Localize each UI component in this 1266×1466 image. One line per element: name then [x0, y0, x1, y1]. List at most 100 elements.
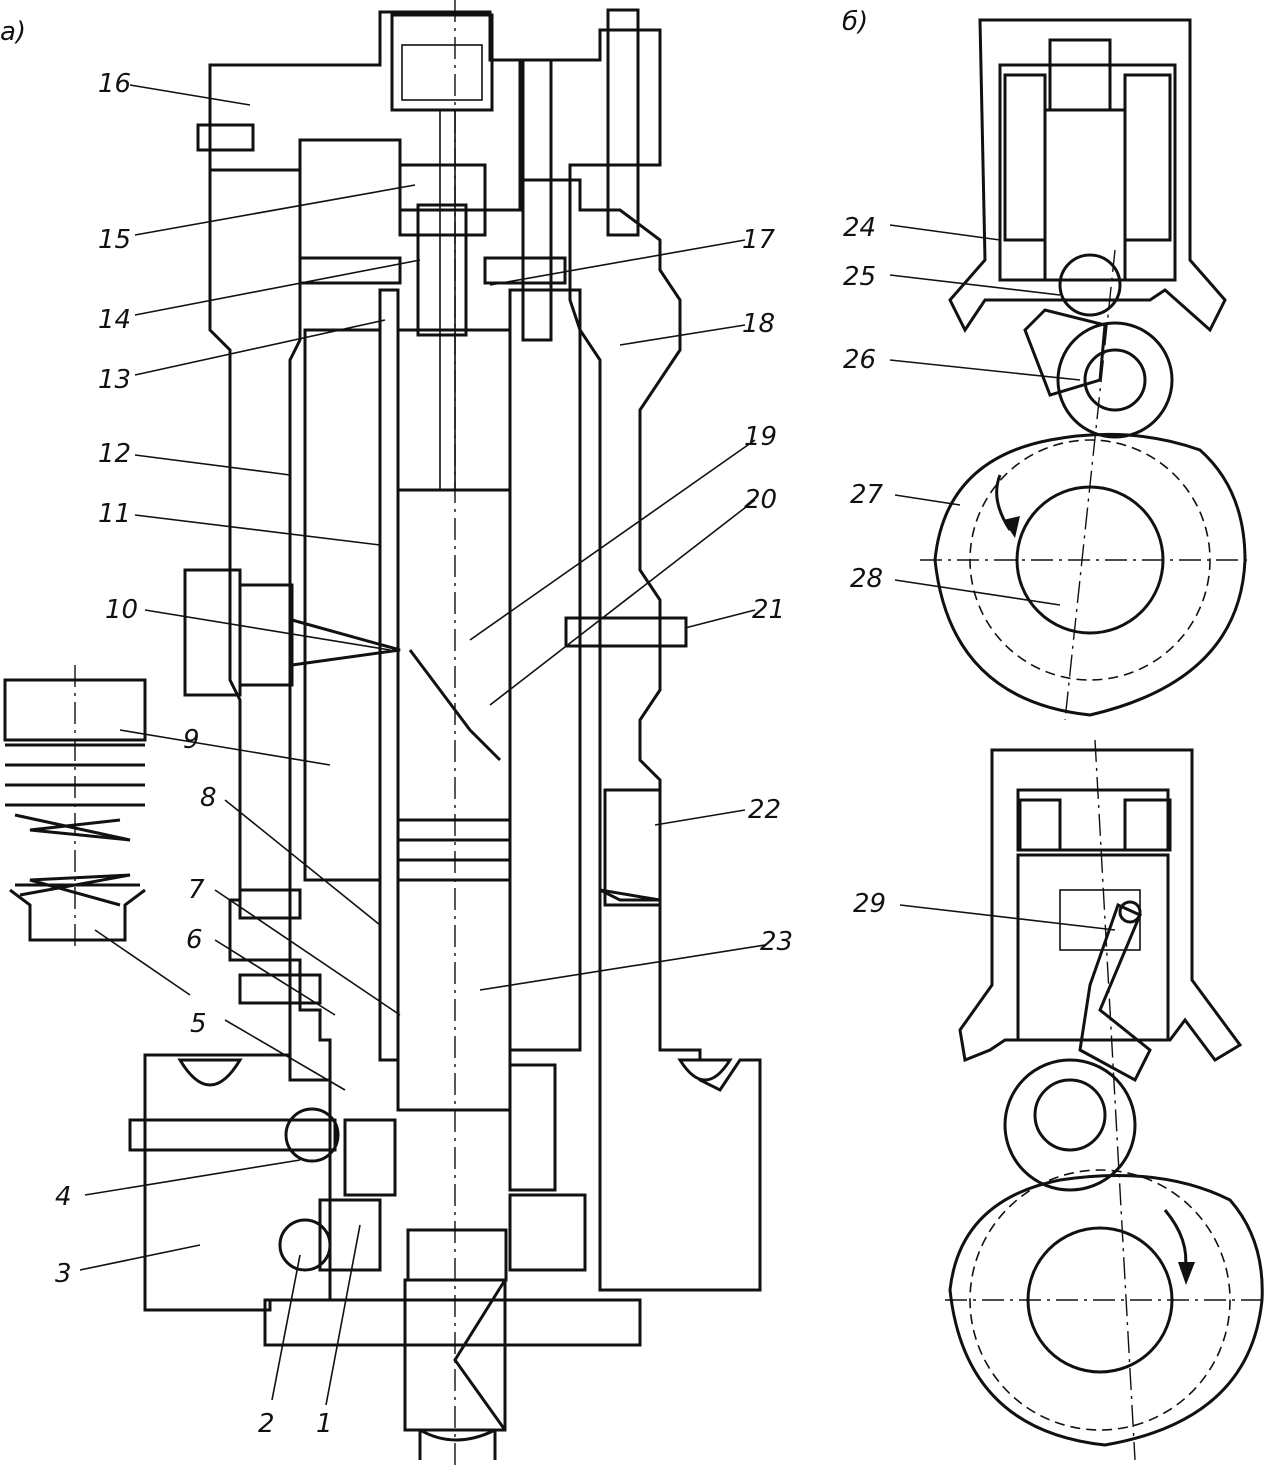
lever-29 — [1078, 902, 1152, 1083]
cam-27-arrow-head — [1003, 516, 1020, 538]
plug-bolt-head — [183, 568, 242, 697]
label-22: 22 — [748, 795, 781, 825]
top-screw — [521, 58, 553, 342]
leader-25 — [889, 274, 1061, 296]
upper-tappet-housing — [948, 18, 1227, 333]
cam-lower-rotation-arrow — [1163, 1209, 1188, 1271]
cam-lower-arrow-head — [1178, 1262, 1195, 1285]
plunger-helix — [408, 649, 502, 762]
roller-25 — [1058, 253, 1122, 317]
label-10: 10 — [105, 595, 138, 625]
leader-24 — [889, 224, 1001, 241]
leader-15 — [134, 184, 416, 236]
label-29: 29 — [853, 889, 886, 919]
upper-spring-left — [1003, 73, 1047, 242]
tappet-body — [343, 1118, 397, 1197]
label-20: 20 — [744, 485, 777, 515]
label-23: 23 — [760, 927, 793, 957]
lower-tappet-housing — [958, 748, 1243, 1063]
label-27: 27 — [850, 480, 884, 510]
leader-18 — [619, 324, 746, 346]
cam-lower-vcl — [1094, 739, 1136, 1461]
upper-tappet-slider — [1043, 108, 1127, 282]
leader-23 — [479, 944, 766, 991]
roller-26-pin — [1083, 348, 1147, 412]
label-9: 9 — [183, 725, 200, 755]
leader-lines — [79, 84, 1116, 1406]
plunger-upper-body — [396, 328, 512, 492]
cam-lower-circle — [969, 1169, 1231, 1431]
lower-bush-right — [508, 1063, 557, 1192]
regulating-screw — [564, 616, 688, 648]
leader-7 — [214, 889, 401, 1016]
upper-spring-right — [1123, 73, 1172, 242]
leader-22 — [654, 809, 746, 826]
inlet-port-left — [298, 256, 402, 285]
panel-a-section — [3, 0, 762, 1466]
label-2: 2 — [258, 1409, 275, 1439]
leader-28 — [894, 579, 1061, 606]
leader-21 — [684, 609, 756, 629]
label-17: 17 — [742, 225, 776, 255]
cam-27-vcl — [1064, 249, 1116, 721]
leader-5 — [224, 1019, 346, 1091]
leader-17 — [489, 239, 746, 286]
label-14: 14 — [98, 305, 131, 335]
leader-2 — [271, 1254, 301, 1401]
bush-left — [378, 288, 400, 1062]
lower-screw-6 — [238, 973, 322, 1005]
leader-26 — [889, 359, 1081, 381]
roller-lower — [1003, 1058, 1137, 1192]
label-7: 7 — [188, 875, 205, 905]
leader-1 — [325, 1224, 361, 1406]
roller-26 — [1056, 321, 1174, 439]
label-19: 19 — [744, 422, 777, 452]
labels: а) б) 16 15 14 13 12 11 10 9 8 7 6 5 4 3… — [0, 7, 886, 1439]
label-8: 8 — [200, 783, 217, 813]
panel-b-section — [920, 18, 1266, 1461]
leader-3 — [79, 1244, 201, 1271]
plug-bolt-body — [238, 583, 294, 687]
bottom-flange — [263, 1298, 642, 1347]
base-left — [143, 1053, 332, 1312]
housing-body-left — [208, 168, 332, 1082]
panel-label-b: б) — [842, 7, 868, 37]
shaft-cross — [453, 1279, 507, 1431]
valve-holder-inner — [401, 44, 483, 101]
sleeve-right — [508, 288, 582, 1052]
roller-lower-pin — [1033, 1078, 1107, 1152]
lower-spring-left — [1018, 798, 1062, 852]
leader-9 — [119, 729, 331, 766]
plunger-rod — [396, 878, 512, 1112]
leader-10 — [144, 609, 391, 651]
leader-19 — [469, 439, 756, 641]
side-screw-left — [196, 123, 255, 152]
drive-shaft-collar — [406, 1228, 508, 1282]
housing-body-right — [518, 28, 682, 902]
label-11: 11 — [98, 499, 131, 529]
label-3: 3 — [55, 1259, 72, 1289]
label-1: 1 — [316, 1409, 333, 1439]
lower-tappet-slider — [1016, 853, 1170, 1042]
label-26: 26 — [843, 345, 876, 375]
label-12: 12 — [98, 439, 131, 469]
label-28: 28 — [850, 564, 883, 594]
leader-13 — [134, 319, 386, 376]
base-right-notch — [677, 1058, 733, 1082]
ball-joint — [284, 1107, 340, 1163]
tappet-spring-left — [318, 1198, 382, 1272]
delivery-valve-body — [398, 163, 487, 237]
lower-tappet-bore — [1016, 788, 1170, 852]
label-18: 18 — [742, 309, 775, 339]
label-21: 21 — [752, 595, 785, 625]
shaft-end — [419, 1428, 496, 1442]
leader-20 — [489, 499, 756, 706]
leader-27 — [894, 494, 961, 506]
valve-holder-cap — [390, 13, 494, 112]
label-5: 5 — [190, 1009, 207, 1039]
delivery-valve-spring — [416, 203, 468, 337]
adjust-bolt — [128, 1118, 337, 1152]
ball-2 — [278, 1218, 332, 1272]
lower-guide-slot — [1059, 889, 1141, 951]
